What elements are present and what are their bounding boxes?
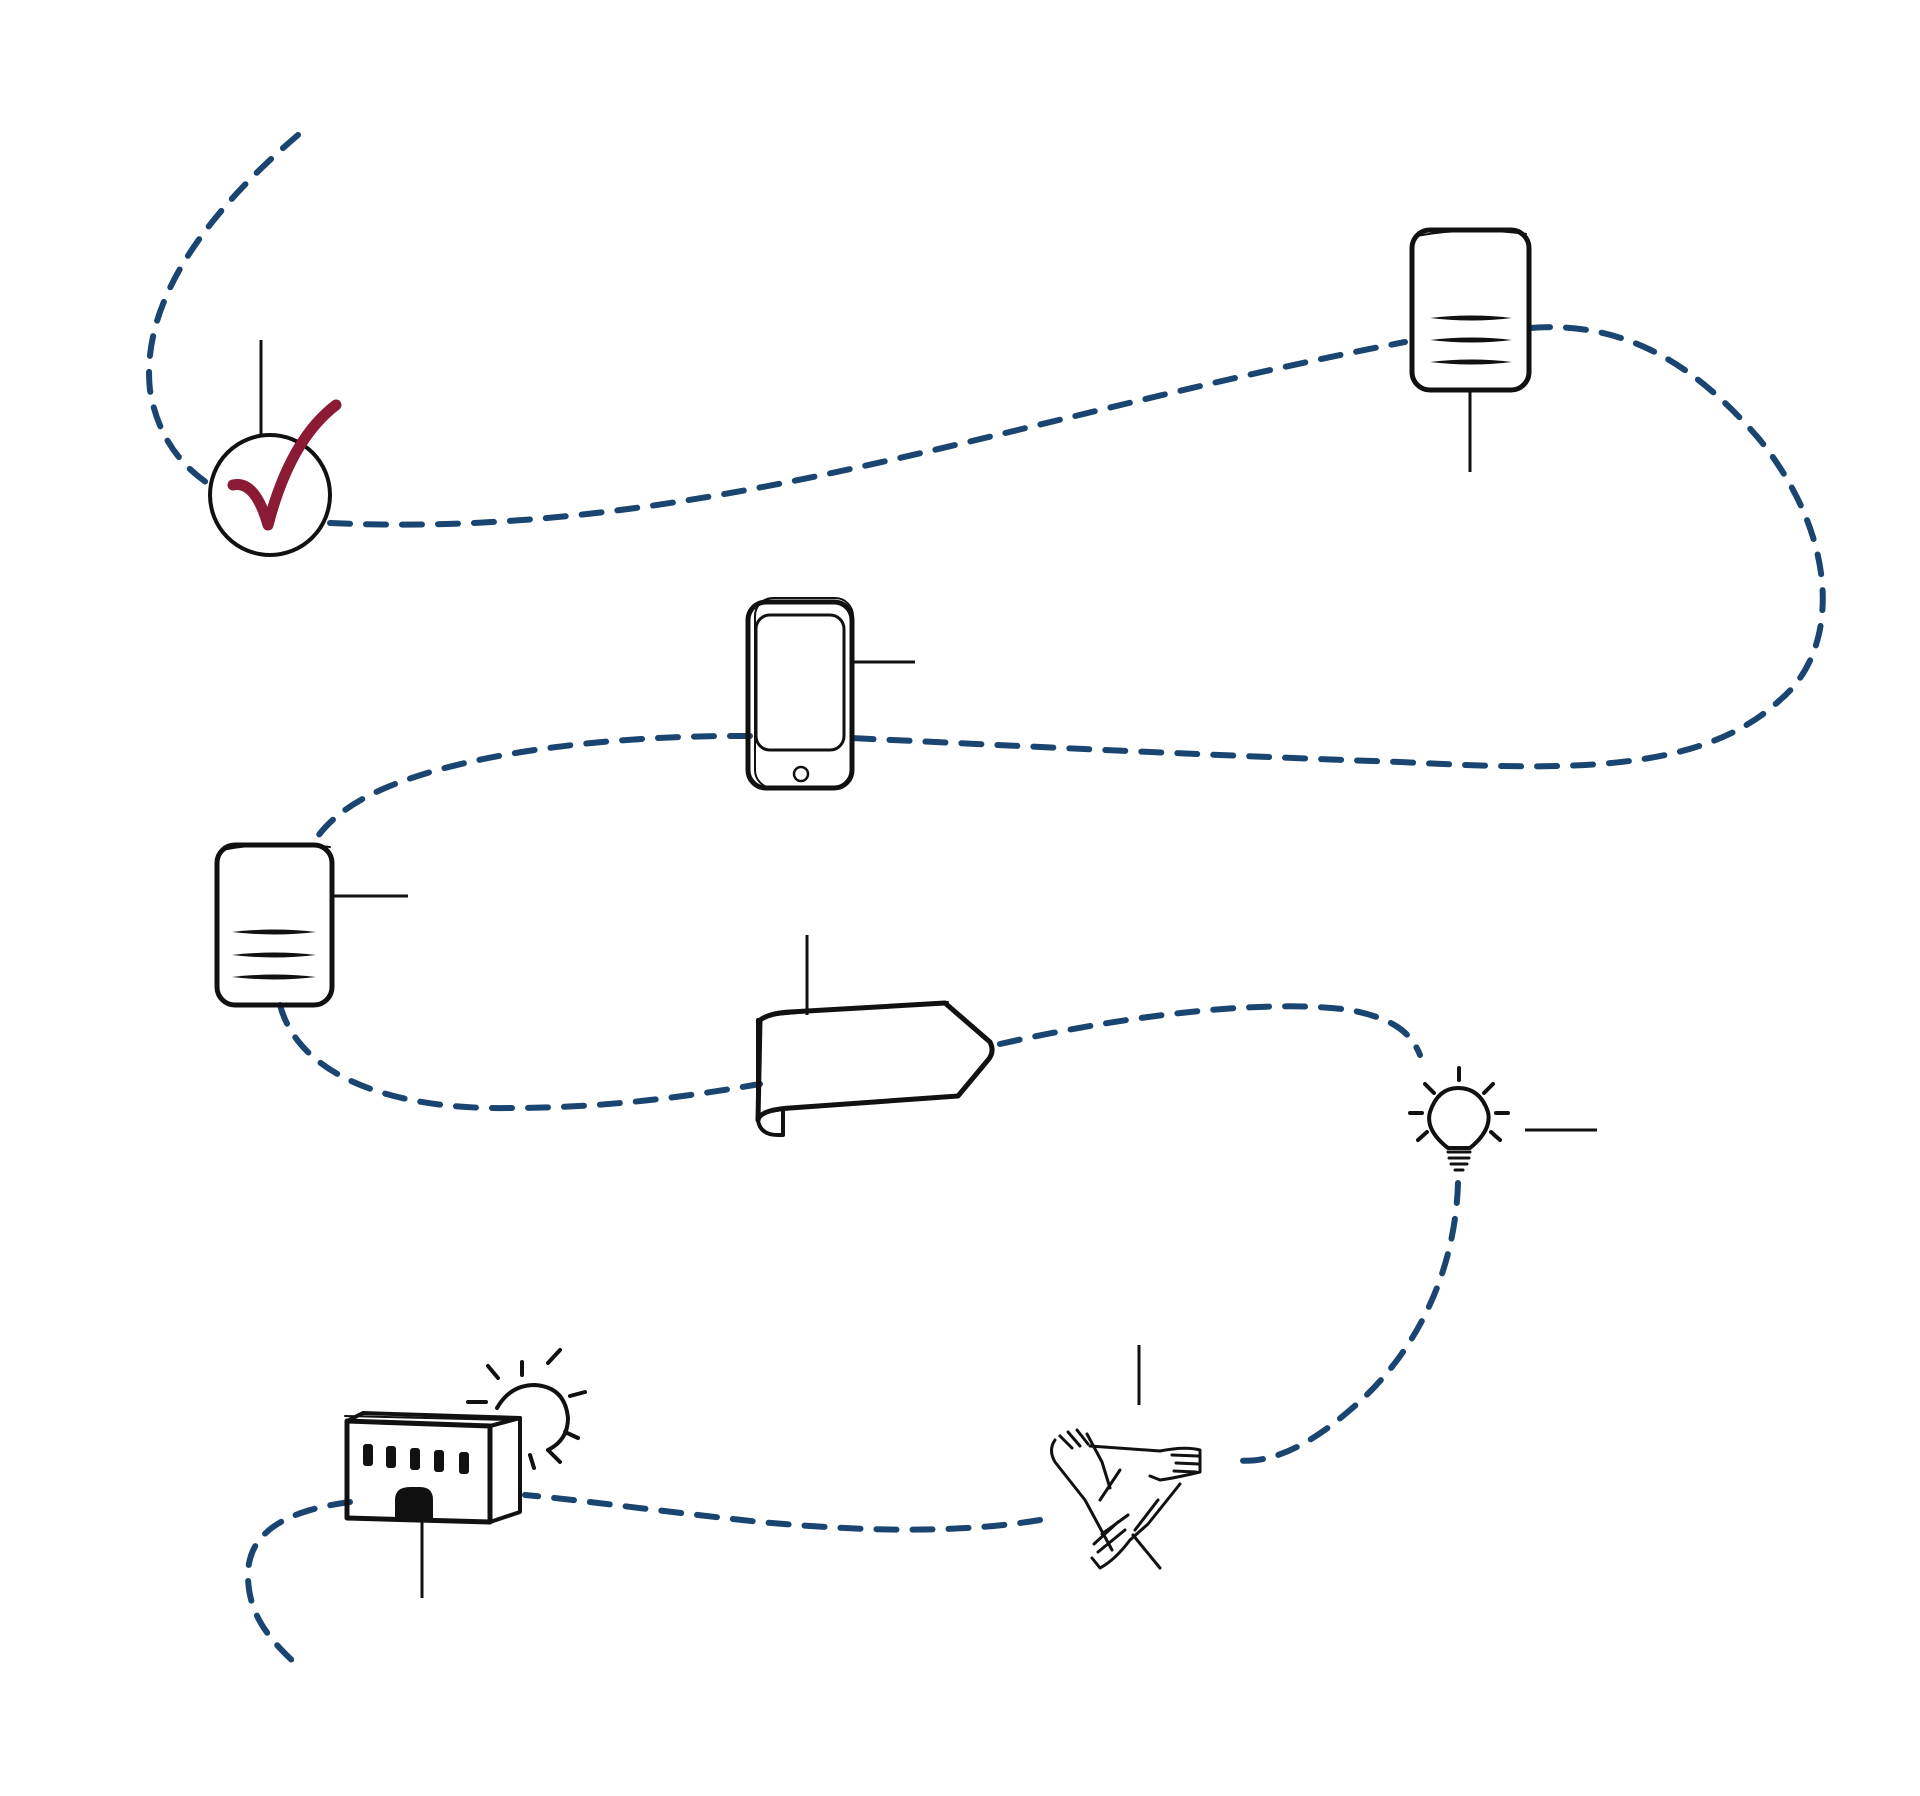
building-sun-icon [344,1348,587,1525]
milestone-lightbulb [1408,1066,1597,1172]
checkmark-icon [227,399,342,531]
document-sketch-stroke [221,843,331,851]
milestone-document-1 [1409,227,1532,472]
milestone-banner [755,935,995,1137]
smartphone-screen [754,613,846,752]
hands-teamwork-icon [1050,1428,1202,1570]
milestone-checkmark [208,340,342,557]
document-line [232,952,316,958]
dashed-winding-path [146,132,1826,1668]
milestone-teamwork [1050,1345,1202,1570]
document-icon [1409,227,1532,393]
smartphone-sketch-stroke [754,597,854,789]
milestone-building [344,1348,587,1598]
document-line [1430,315,1512,321]
document-line [232,929,316,935]
banner-curl [756,1018,785,1137]
milestone-phone [745,597,915,791]
document-icon [214,842,335,1008]
document-line [1430,359,1512,365]
document-line [232,974,316,980]
smartphone-icon [745,599,855,791]
circle-outline [208,433,332,557]
banner-sketch-stroke [764,1001,949,1017]
document-line [1430,337,1512,343]
banner-icon [755,1000,995,1123]
milestone-document-2 [214,842,408,1008]
smartphone-home-button [792,765,810,783]
document-sketch-stroke [1415,229,1527,237]
lightbulb-icon [1408,1066,1510,1172]
